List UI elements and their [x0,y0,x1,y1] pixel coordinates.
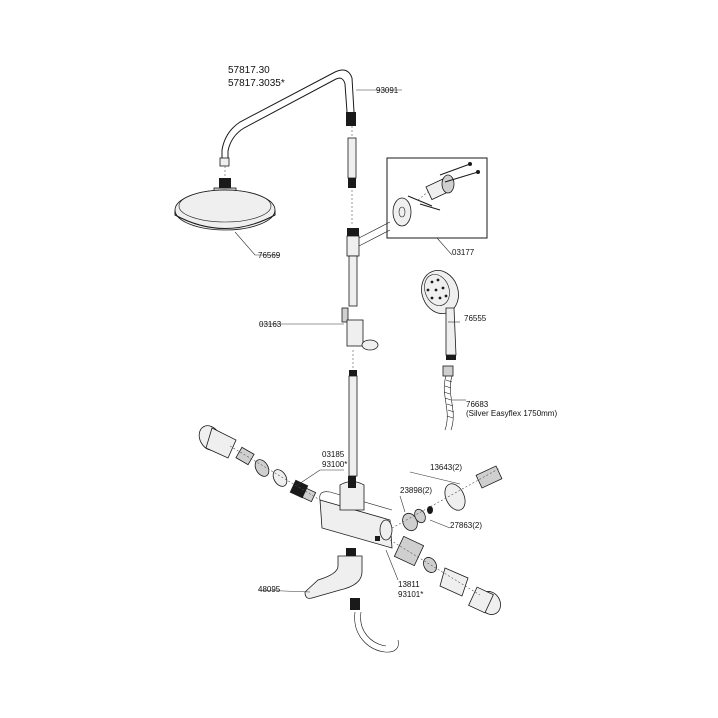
part-label-13811: 13811 [398,580,420,589]
thermostat-body [319,476,393,549]
part-label-93091: 93091 [376,86,399,95]
bath-spout [304,548,399,653]
head-shower [174,157,276,231]
left-cartridge-assembly [198,425,321,503]
part-label-03163: 03163 [259,320,282,329]
part-label-76569: 76569 [258,251,281,260]
shower-arm [221,69,355,158]
wall-bracket-detail [386,157,488,256]
part-label-76683-note: (Silver Easyflex 1750mm) [466,409,558,418]
part-label-76683: 76683 [466,400,489,409]
riser-rod [341,221,391,477]
right-cartridge-assembly [389,465,503,615]
model-number-2: 57817.3035* [228,78,285,89]
part-label-93100: 93100* [322,460,348,469]
arm-connector [346,112,356,126]
part-label-13643: 13643(2) [430,463,463,472]
upper-rod [347,126,357,225]
hand-shower [421,270,459,360]
hand-shower-hose [442,365,455,431]
part-label-93101: 93101* [398,590,424,599]
part-label-76555: 76555 [464,314,487,323]
part-label-48095: 48095 [258,585,281,594]
part-label-03177: 03177 [452,248,475,257]
part-label-27863: 27863(2) [450,521,483,530]
part-label-23898: 23898(2) [400,486,433,495]
model-number-1: 57817.30 [228,65,270,76]
part-label-03185: 03185 [322,450,345,459]
